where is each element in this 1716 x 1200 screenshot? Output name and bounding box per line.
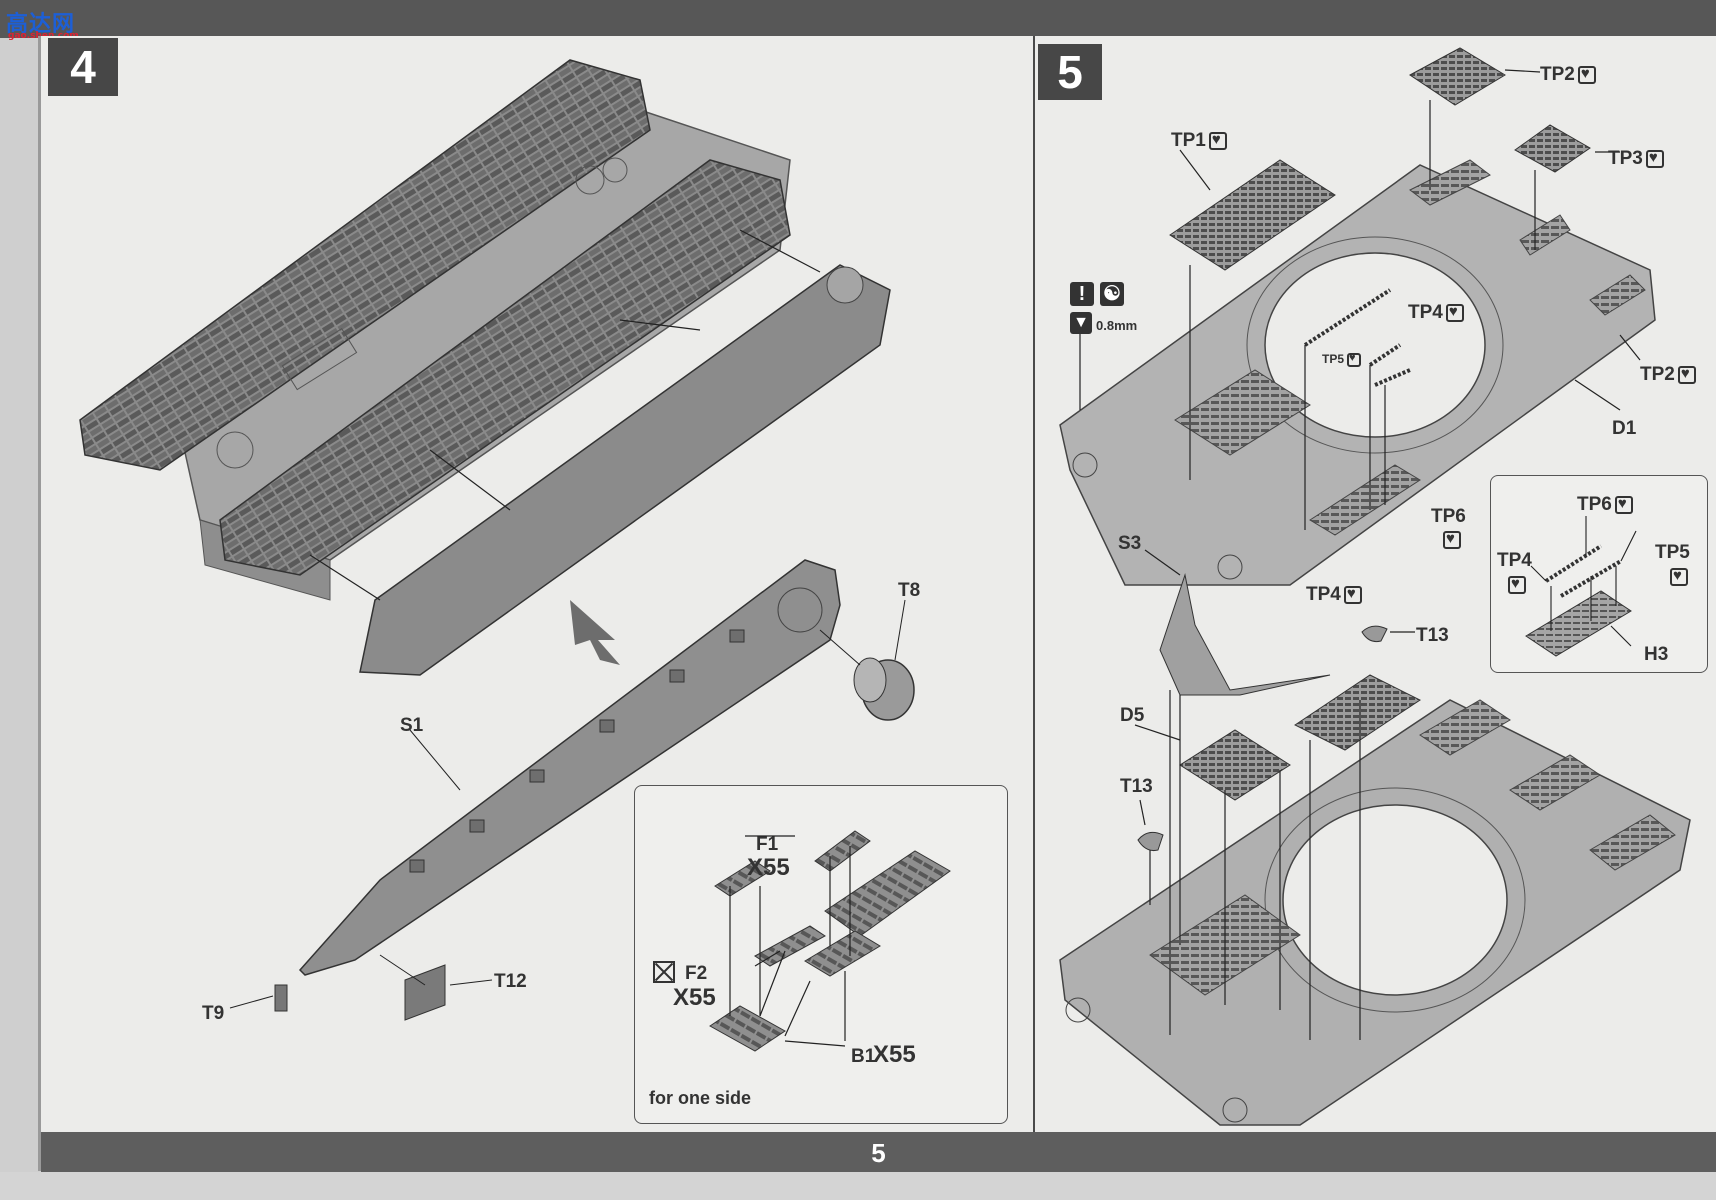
- photo-etch-icon: [1670, 567, 1688, 586]
- label-f2-qty: X55: [673, 984, 716, 1011]
- label-t13-right: T13: [1416, 625, 1449, 646]
- left-track: [79, 59, 651, 471]
- top-bar: [0, 0, 1716, 38]
- label-tp1: TP1: [1171, 130, 1227, 152]
- part-t12: [404, 964, 446, 1021]
- label-d1: D1: [1612, 418, 1637, 439]
- photo-etch-icon: [1577, 65, 1596, 84]
- drill-icon: ▼: [1070, 312, 1092, 334]
- photo-etch-icon: [1445, 303, 1464, 322]
- label-tp4-upper-text: TP4: [1408, 302, 1443, 323]
- label-tp3: TP3: [1608, 148, 1664, 170]
- bottom-bar: 5: [41, 1132, 1716, 1172]
- watermark-text: 高达网: [6, 12, 76, 37]
- label-tp5: TP5: [1322, 352, 1362, 367]
- label-s1: S1: [400, 715, 424, 736]
- track-links-illustration: [709, 830, 951, 1052]
- grille-tp3: [1514, 124, 1591, 173]
- page-edge: [38, 36, 41, 1171]
- drill-size: 0.8mm: [1096, 318, 1138, 333]
- label-tp3-text: TP3: [1608, 148, 1643, 169]
- detail-illustration: [1525, 516, 1637, 657]
- column-divider: [1033, 36, 1035, 1132]
- inset-label-tp6-text: TP6: [1577, 494, 1612, 515]
- label-t9: T9: [202, 1003, 225, 1024]
- label-s3: S3: [1118, 533, 1142, 554]
- side-skirt-upper: [359, 264, 891, 676]
- photo-etch-icon: [1614, 495, 1633, 514]
- part-t13-left: [1137, 831, 1164, 851]
- grille-tp1: [1169, 159, 1336, 271]
- label-tp4-upper: TP4: [1408, 302, 1464, 324]
- label-t13-left: T13: [1120, 776, 1153, 797]
- photo-etch-icon: [1347, 352, 1362, 367]
- right-track: [219, 159, 791, 576]
- grille-tp2-top: [1409, 47, 1506, 106]
- photo-etch-icon: [1645, 149, 1664, 168]
- label-tp4-lower: TP4: [1306, 584, 1362, 606]
- label-tp4-lower-text: TP4: [1306, 584, 1341, 605]
- label-tp2-right: TP2: [1640, 364, 1696, 386]
- photo-etch-icon: [1343, 585, 1362, 604]
- photo-etch-icon: [1443, 530, 1461, 549]
- label-d5: D5: [1120, 705, 1145, 726]
- label-tp2-top: TP2: [1540, 64, 1596, 86]
- step-number-5: 5: [1038, 44, 1102, 100]
- photo-etch-icon: [1208, 131, 1227, 150]
- grille-lower: [1294, 674, 1421, 751]
- label-tp5-text: TP5: [1322, 352, 1345, 366]
- inset-label-tp6: TP6: [1577, 494, 1633, 516]
- label-b1-qty: X55: [873, 1041, 916, 1068]
- label-f1-qty: X55: [747, 854, 790, 881]
- label-tp2-right-text: TP2: [1640, 364, 1675, 385]
- label-tp6: TP6: [1431, 506, 1466, 527]
- label-tp2-top-text: TP2: [1540, 64, 1575, 85]
- side-plate-s1: [298, 559, 841, 976]
- detail-inset: TP6 TP4 TP5 H3: [1490, 475, 1708, 673]
- part-s3: [1159, 573, 1331, 696]
- label-t12: T12: [494, 971, 527, 992]
- step-number-4: 4: [48, 38, 118, 96]
- track-assembly-inset: F1 X55 F2 X55 B1 X55 for one side: [634, 785, 1008, 1124]
- warning-icon: !: [1070, 282, 1094, 306]
- part-d5: [1179, 729, 1291, 801]
- label-t8: T8: [898, 580, 921, 601]
- label-tp1-text: TP1: [1171, 130, 1206, 151]
- part-t13-right: [1361, 625, 1388, 643]
- photo-etch-icon: [1677, 365, 1696, 384]
- no-glue-icon: [653, 961, 675, 983]
- label-b1: B1: [851, 1046, 876, 1067]
- option-icon: ☯: [1100, 282, 1124, 306]
- part-t9: [274, 984, 288, 1012]
- page-number: 5: [871, 1138, 886, 1168]
- label-f2: F2: [685, 963, 708, 984]
- inset-label-tp4: TP4: [1497, 550, 1532, 571]
- scan-margin: [0, 1172, 1716, 1200]
- inset-note: for one side: [649, 1088, 752, 1108]
- photo-etch-icon: [1508, 575, 1526, 594]
- label-f1: F1: [756, 834, 779, 855]
- inset-label-h3: H3: [1644, 644, 1669, 665]
- inset-label-tp5: TP5: [1655, 542, 1690, 563]
